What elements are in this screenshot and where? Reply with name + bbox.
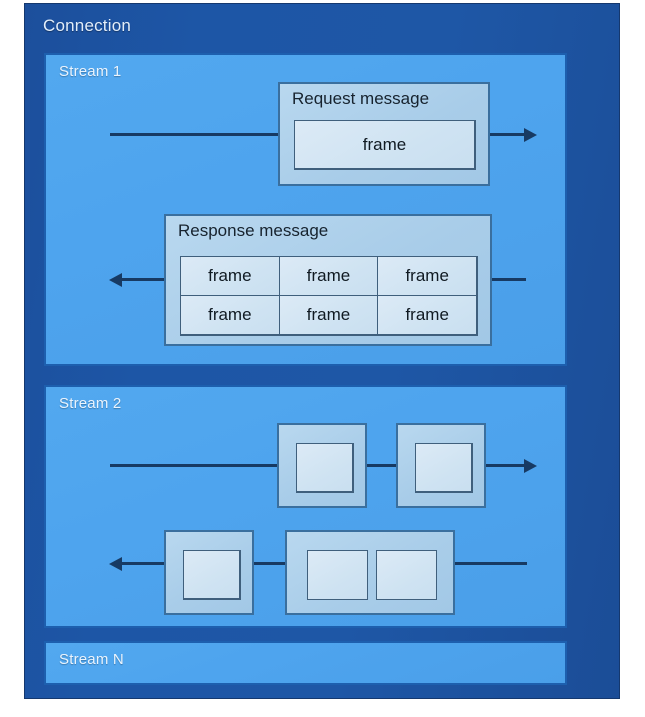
stream2-message-1-box[interactable] <box>277 423 367 508</box>
stream2-message-2-frame-grid <box>415 443 473 493</box>
frame-row <box>183 550 240 599</box>
response-flow-line-left <box>122 278 166 281</box>
frame-row: frame frame frame <box>180 295 478 335</box>
stream2-message-3-box[interactable] <box>164 530 254 615</box>
frame-cell[interactable]: frame <box>294 120 475 169</box>
stream2-bottom-flow-line-left <box>122 562 166 565</box>
frame-row <box>415 443 472 492</box>
frame-cell[interactable]: frame <box>377 295 478 335</box>
request-flow-line-right <box>488 133 526 136</box>
stream2-bottom-flow-line-right <box>453 562 527 565</box>
stream2-message-4-box[interactable] <box>285 530 455 615</box>
frame-cell[interactable] <box>376 550 437 600</box>
frame-cell[interactable] <box>296 443 353 492</box>
request-message-title: Request message <box>292 89 430 108</box>
frame-row <box>303 550 441 600</box>
request-frame-grid: frame <box>294 120 476 170</box>
frame-row: frame <box>294 120 475 169</box>
frame-cell[interactable]: frame <box>278 256 379 296</box>
response-frame-grid: frame frame frame frame frame frame <box>180 256 478 336</box>
stream-n-container: Stream N <box>44 641 567 685</box>
frame-cell[interactable]: frame <box>377 256 478 296</box>
stream2-message-2-box[interactable] <box>396 423 486 508</box>
request-message-box[interactable]: Request message frame <box>278 82 490 186</box>
stream2-top-flow-line-left <box>110 464 278 467</box>
stream2-bottom-flow-line-mid <box>252 562 287 565</box>
request-arrow-head-icon <box>524 128 537 142</box>
stream2-top-flow-line-right <box>484 464 526 467</box>
frame-cell[interactable]: frame <box>180 256 280 296</box>
frame-cell[interactable]: frame <box>278 295 379 335</box>
stream2-top-flow-line-mid <box>365 464 398 467</box>
frame-cell[interactable] <box>307 550 368 600</box>
frame-cell[interactable] <box>183 550 240 599</box>
stream2-message-3-frame-grid <box>183 550 241 600</box>
frame-cell[interactable] <box>415 443 472 492</box>
frame-row: frame frame frame <box>180 256 478 296</box>
frame-cell[interactable]: frame <box>180 295 280 335</box>
stream2-message-1-frame-grid <box>296 443 354 493</box>
request-flow-line-left <box>110 133 280 136</box>
response-flow-line-right <box>490 278 526 281</box>
connection-label: Connection <box>43 16 132 35</box>
stream-1-label: Stream 1 <box>59 63 122 80</box>
stream2-bottom-arrow-head-icon <box>109 557 122 571</box>
response-message-title: Response message <box>178 221 329 240</box>
stream2-top-arrow-head-icon <box>524 459 537 473</box>
frame-row <box>296 443 353 492</box>
stream-n-label: Stream N <box>59 651 124 668</box>
response-message-box[interactable]: Response message frame frame frame frame… <box>164 214 492 346</box>
stream-2-label: Stream 2 <box>59 395 122 412</box>
stream2-message-4-frame-grid <box>303 550 441 600</box>
response-arrow-head-icon <box>109 273 122 287</box>
